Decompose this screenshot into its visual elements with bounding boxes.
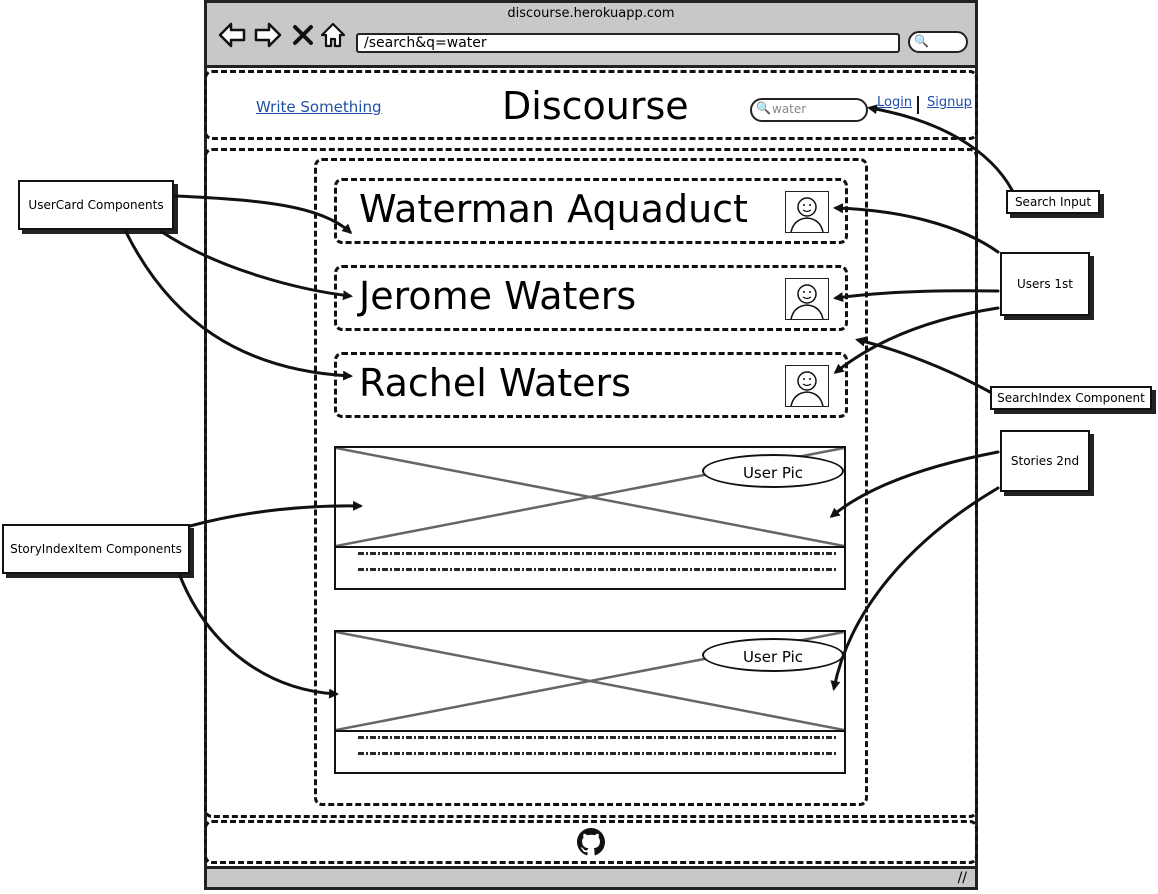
- app-footer: [204, 820, 978, 864]
- note-usercard: UserCard Components: [18, 180, 174, 230]
- user-card[interactable]: Jerome Waters: [334, 265, 848, 331]
- login-link[interactable]: Login: [877, 95, 913, 110]
- avatar-icon: [785, 365, 829, 407]
- story-text-placeholder: [358, 552, 838, 584]
- search-icon: 🔍: [756, 101, 771, 115]
- story-text-placeholder: [358, 736, 838, 768]
- back-arrow-icon[interactable]: [218, 22, 246, 53]
- forward-arrow-icon[interactable]: [254, 22, 282, 53]
- user-card[interactable]: Waterman Aquaduct: [334, 178, 848, 244]
- signup-link[interactable]: Signup: [927, 95, 972, 110]
- user-card[interactable]: Rachel Waters: [334, 352, 848, 418]
- note-search-input: Search Input: [1006, 190, 1100, 214]
- browser-status-bar: //: [204, 866, 978, 890]
- browser-search-field[interactable]: 🔍: [908, 31, 968, 53]
- search-input[interactable]: 🔍 water: [750, 98, 868, 122]
- user-name: Jerome Waters: [359, 274, 637, 318]
- search-icon: 🔍: [914, 34, 929, 48]
- avatar-icon: [785, 191, 829, 233]
- github-icon[interactable]: [577, 828, 605, 856]
- note-searchindex: SearchIndex Component: [990, 386, 1152, 410]
- story-index-item[interactable]: User Pic: [334, 446, 846, 590]
- nav-separator: [917, 96, 919, 114]
- write-something-link[interactable]: Write Something: [256, 98, 382, 116]
- close-icon[interactable]: [292, 22, 314, 53]
- avatar-icon: [785, 278, 829, 320]
- home-icon[interactable]: [320, 22, 346, 53]
- url-bar[interactable]: /search&q=water: [356, 33, 900, 53]
- note-users-first: Users 1st: [1000, 252, 1090, 316]
- browser-title: discourse.herokuapp.com: [507, 6, 675, 21]
- app-header: [204, 70, 978, 140]
- user-name: Waterman Aquaduct: [359, 187, 748, 231]
- story-index-item[interactable]: User Pic: [334, 630, 846, 774]
- note-storyindexitem: StoryIndexItem Components: [2, 524, 190, 574]
- user-pic-label: User Pic: [702, 638, 844, 672]
- brand-title: Discourse: [502, 84, 689, 128]
- user-pic-label: User Pic: [702, 454, 844, 488]
- search-input-value: water: [772, 102, 807, 116]
- resize-grip-icon[interactable]: //: [957, 870, 967, 886]
- note-stories-second: Stories 2nd: [1000, 430, 1090, 492]
- user-name: Rachel Waters: [359, 361, 631, 405]
